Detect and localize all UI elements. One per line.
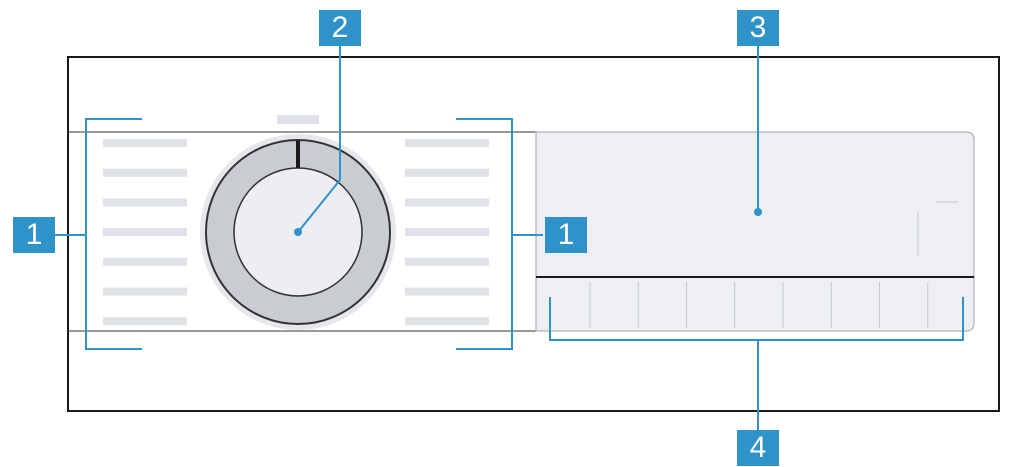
- right-programme-label: [405, 168, 489, 177]
- callout-left-buttons: 1: [13, 217, 55, 253]
- knob-label-placeholder: [277, 115, 319, 124]
- selector-leader-diagonal: [297, 179, 341, 233]
- touch-button-bracket: [549, 297, 964, 341]
- left-programme-label: [103, 168, 187, 177]
- right-programme-label: [405, 228, 489, 237]
- right-programme-label: [405, 198, 489, 207]
- left-programme-label: [103, 139, 187, 147]
- left-programme-label: [103, 257, 187, 266]
- left-programme-label: [103, 198, 187, 207]
- callout-display: 3: [737, 10, 779, 46]
- right-programme-label: [405, 257, 489, 266]
- right-programme-label: [405, 139, 489, 147]
- callout-touch-buttons: 4: [737, 430, 779, 466]
- left-programme-label: [103, 287, 187, 296]
- right-programme-label: [405, 287, 489, 296]
- left-programme-label: [103, 317, 187, 326]
- touch-button-dividers: [589, 282, 929, 328]
- left-programme-label: [103, 228, 187, 237]
- right-programme-labels: [405, 139, 489, 326]
- callout-programme-selector: 2: [319, 10, 361, 46]
- right-programme-label: [405, 317, 489, 326]
- callout-right-buttons: 1: [545, 217, 587, 253]
- selector-leader-dot: [294, 228, 302, 236]
- display-panel: [535, 131, 975, 332]
- left-programme-labels: [103, 139, 187, 326]
- display: [535, 131, 975, 332]
- display-leader-dot: [754, 208, 762, 216]
